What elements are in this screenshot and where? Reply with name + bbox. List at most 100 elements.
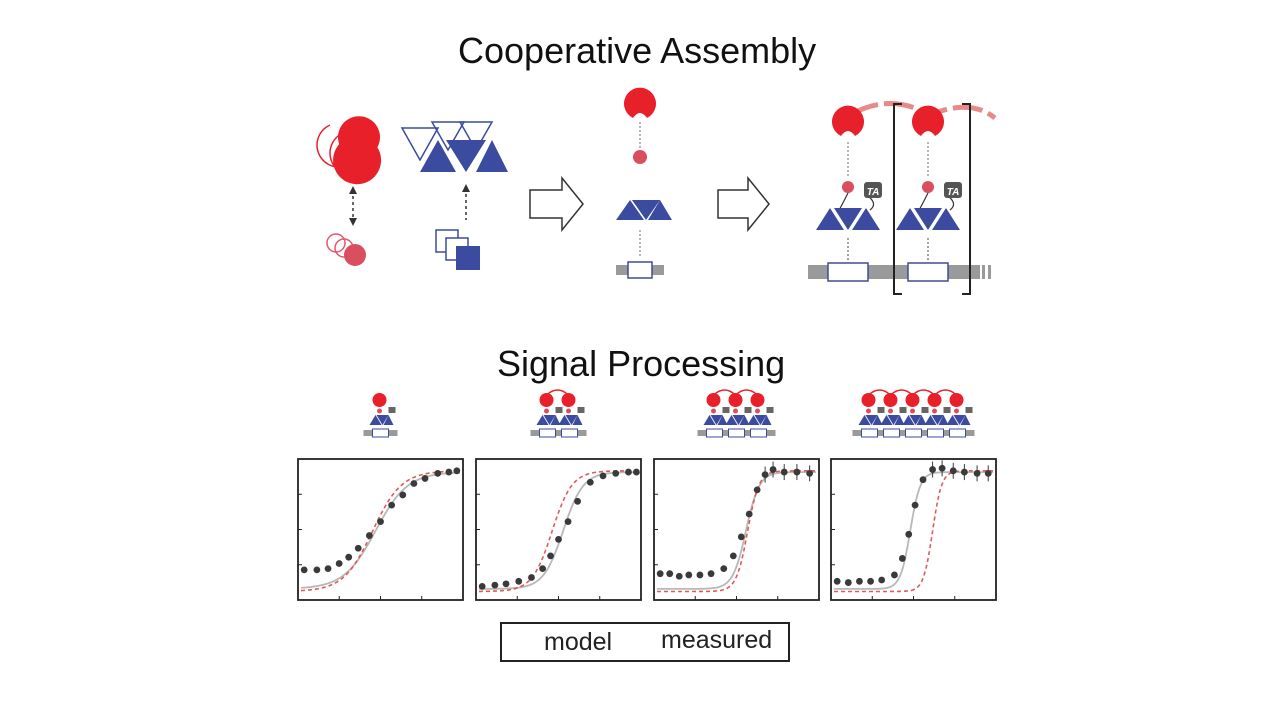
measured-point: [737, 533, 745, 541]
mini-red-protein: [883, 393, 898, 407]
mini-site: [372, 428, 389, 438]
measured-point: [625, 468, 632, 476]
mini-activator: [555, 407, 563, 413]
mini-ligand: [377, 408, 382, 414]
legend-measured-label: measured: [661, 626, 773, 654]
mini-blue-domain: [946, 415, 959, 425]
measured-point: [745, 510, 753, 518]
mini-activator: [877, 407, 885, 413]
measured-point: [891, 571, 898, 579]
measured-point: [898, 555, 906, 562]
mini-blue-domain: [761, 415, 772, 425]
mini-site: [861, 428, 878, 438]
mini-blue-domain: [872, 415, 883, 425]
measured-point: [867, 577, 874, 585]
measured-point: [434, 469, 442, 477]
measured-point: [421, 475, 429, 482]
mini-blue-domain: [938, 415, 949, 425]
measured-point: [780, 468, 788, 476]
mini-ligand: [932, 408, 937, 414]
activator-label-2: TA: [947, 187, 960, 198]
measured-point: [491, 581, 499, 589]
measured-point: [313, 566, 321, 574]
mini-activator: [388, 407, 396, 413]
measured-point: [833, 577, 841, 585]
chart-3: [653, 458, 820, 601]
measured-point: [960, 468, 968, 476]
measured-point: [984, 469, 992, 477]
measured-point: [949, 467, 957, 475]
mini-blue-domain: [536, 415, 549, 425]
mini-red-protein: [561, 393, 576, 407]
response-charts: [297, 458, 997, 601]
assembly-icon-2-site: [530, 389, 587, 438]
measured-point: [300, 566, 308, 574]
measured-point: [324, 565, 332, 572]
measured-point: [729, 552, 737, 560]
mini-ligand: [866, 408, 871, 414]
measured-point: [564, 518, 572, 526]
repeat-bracket-right: [962, 103, 971, 295]
mini-blue-domain: [880, 415, 893, 425]
measured-point: [878, 576, 886, 584]
mini-blue-domain: [953, 415, 966, 425]
mini-site: [561, 428, 578, 438]
mini-blue-domain: [916, 415, 927, 425]
assembly-unit-2: [896, 105, 962, 260]
measured-point: [502, 580, 510, 588]
model-line: [657, 470, 816, 593]
chart-frame: [830, 458, 997, 601]
selected-blue-protein: [616, 200, 672, 220]
measured-point: [911, 501, 919, 509]
mini-red-protein: [750, 393, 765, 407]
mini-site: [883, 428, 900, 438]
mini-site: [539, 428, 556, 438]
mini-red-protein: [706, 393, 721, 407]
mini-red-protein: [372, 393, 387, 407]
measured-point: [761, 471, 769, 479]
measured-point: [515, 577, 523, 585]
mini-ligand: [566, 408, 571, 414]
mini-blue-domain: [383, 415, 394, 425]
measured-fit-line: [657, 471, 816, 590]
measured-point: [656, 570, 664, 578]
mini-blue-domain: [887, 415, 900, 425]
mini-cooperative-arc: [545, 389, 570, 396]
model-line: [479, 470, 638, 593]
mini-red-protein: [539, 393, 554, 407]
legend: [500, 622, 790, 662]
arrowhead-up: [462, 184, 470, 192]
measured-point: [555, 535, 562, 543]
measured-point: [612, 469, 620, 477]
mini-site: [905, 428, 922, 438]
selected-red-protein: [624, 87, 656, 118]
assembly-icons: [363, 389, 975, 438]
mini-blue-domain: [931, 415, 944, 425]
title-cooperative-assembly: Cooperative Assembly: [458, 30, 817, 71]
mini-activator: [766, 407, 774, 413]
measured-point: [905, 530, 913, 538]
mini-blue-domain: [747, 415, 760, 425]
mini-blue-domain: [710, 415, 723, 425]
measured-point: [806, 469, 814, 477]
mini-blue-domain: [572, 415, 583, 425]
mini-activator: [722, 407, 730, 413]
mini-dna: [530, 430, 587, 436]
assembly-icon-3-site: [697, 389, 776, 438]
mini-ligand: [910, 408, 915, 414]
measured-point: [599, 472, 607, 480]
mini-ligand: [733, 408, 738, 414]
measured-point: [675, 572, 683, 580]
measured-point: [574, 497, 581, 505]
mini-ligand: [954, 408, 959, 414]
mini-blue-domain: [376, 415, 389, 425]
mini-blue-domain: [550, 415, 561, 425]
measured-point: [365, 532, 373, 539]
measured-point: [547, 552, 554, 560]
measured-fit-line: [479, 471, 639, 590]
mini-blue-domain: [717, 415, 728, 425]
mini-site: [728, 428, 745, 438]
mini-activator: [577, 407, 585, 413]
mini-activator: [899, 407, 907, 413]
